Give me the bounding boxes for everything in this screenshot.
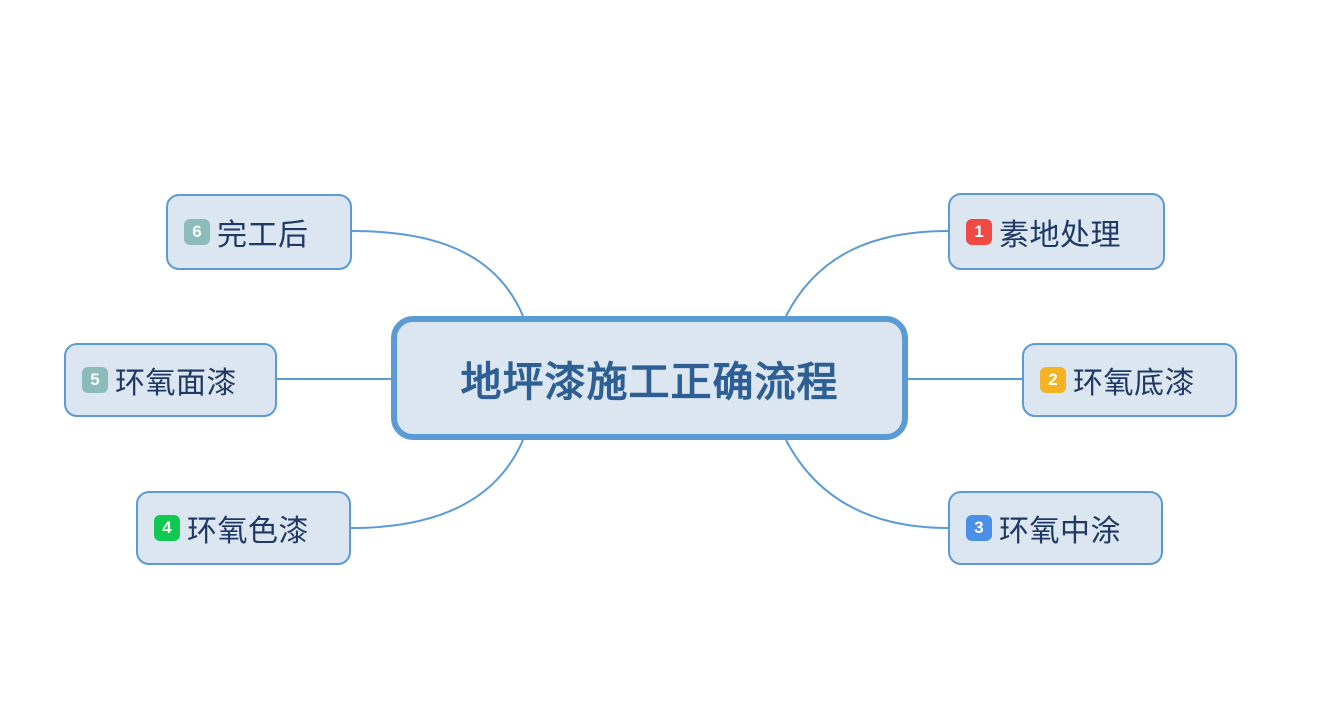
connector-to-node-6 [351, 230, 524, 317]
branch-label-4: 环氧色漆 [187, 515, 309, 548]
branch-badge-6: 6 [184, 219, 210, 245]
branch-badge-4: 4 [154, 515, 180, 541]
branch-label-6: 完工后 [217, 219, 309, 252]
branch-label-2: 环氧底漆 [1073, 367, 1195, 400]
connector-to-node-4 [350, 439, 524, 529]
branch-content-6: 6 完工后 [168, 210, 325, 254]
branch-node-5[interactable]: 5 环氧面漆 [64, 343, 277, 417]
branch-content-3: 3 环氧中涂 [950, 506, 1137, 550]
branch-content-2: 2 环氧底漆 [1024, 358, 1211, 402]
branch-node-1[interactable]: 1 素地处理 [948, 193, 1165, 270]
branch-node-4[interactable]: 4 环氧色漆 [136, 491, 351, 565]
branch-badge-2: 2 [1040, 367, 1066, 393]
branch-content-5: 5 环氧面漆 [66, 358, 253, 402]
branch-node-3[interactable]: 3 环氧中涂 [948, 491, 1163, 565]
central-node-label: 地坪漆施工正确流程 [460, 359, 839, 405]
branch-label-5: 环氧面漆 [115, 367, 237, 400]
branch-content-1: 1 素地处理 [950, 210, 1137, 254]
branch-label-1: 素地处理 [999, 218, 1121, 252]
branch-content-4: 4 环氧色漆 [138, 506, 325, 550]
branch-label-3: 环氧中涂 [999, 515, 1121, 548]
connector-to-node-3 [785, 439, 949, 529]
connector-to-node-1 [785, 230, 949, 317]
branch-badge-1: 1 [966, 218, 992, 245]
branch-badge-3: 3 [966, 515, 992, 541]
central-node[interactable]: 地坪漆施工正确流程 [391, 316, 908, 440]
branch-badge-5: 5 [82, 367, 108, 393]
branch-node-6[interactable]: 6 完工后 [166, 194, 352, 270]
branch-node-2[interactable]: 2 环氧底漆 [1022, 343, 1237, 417]
